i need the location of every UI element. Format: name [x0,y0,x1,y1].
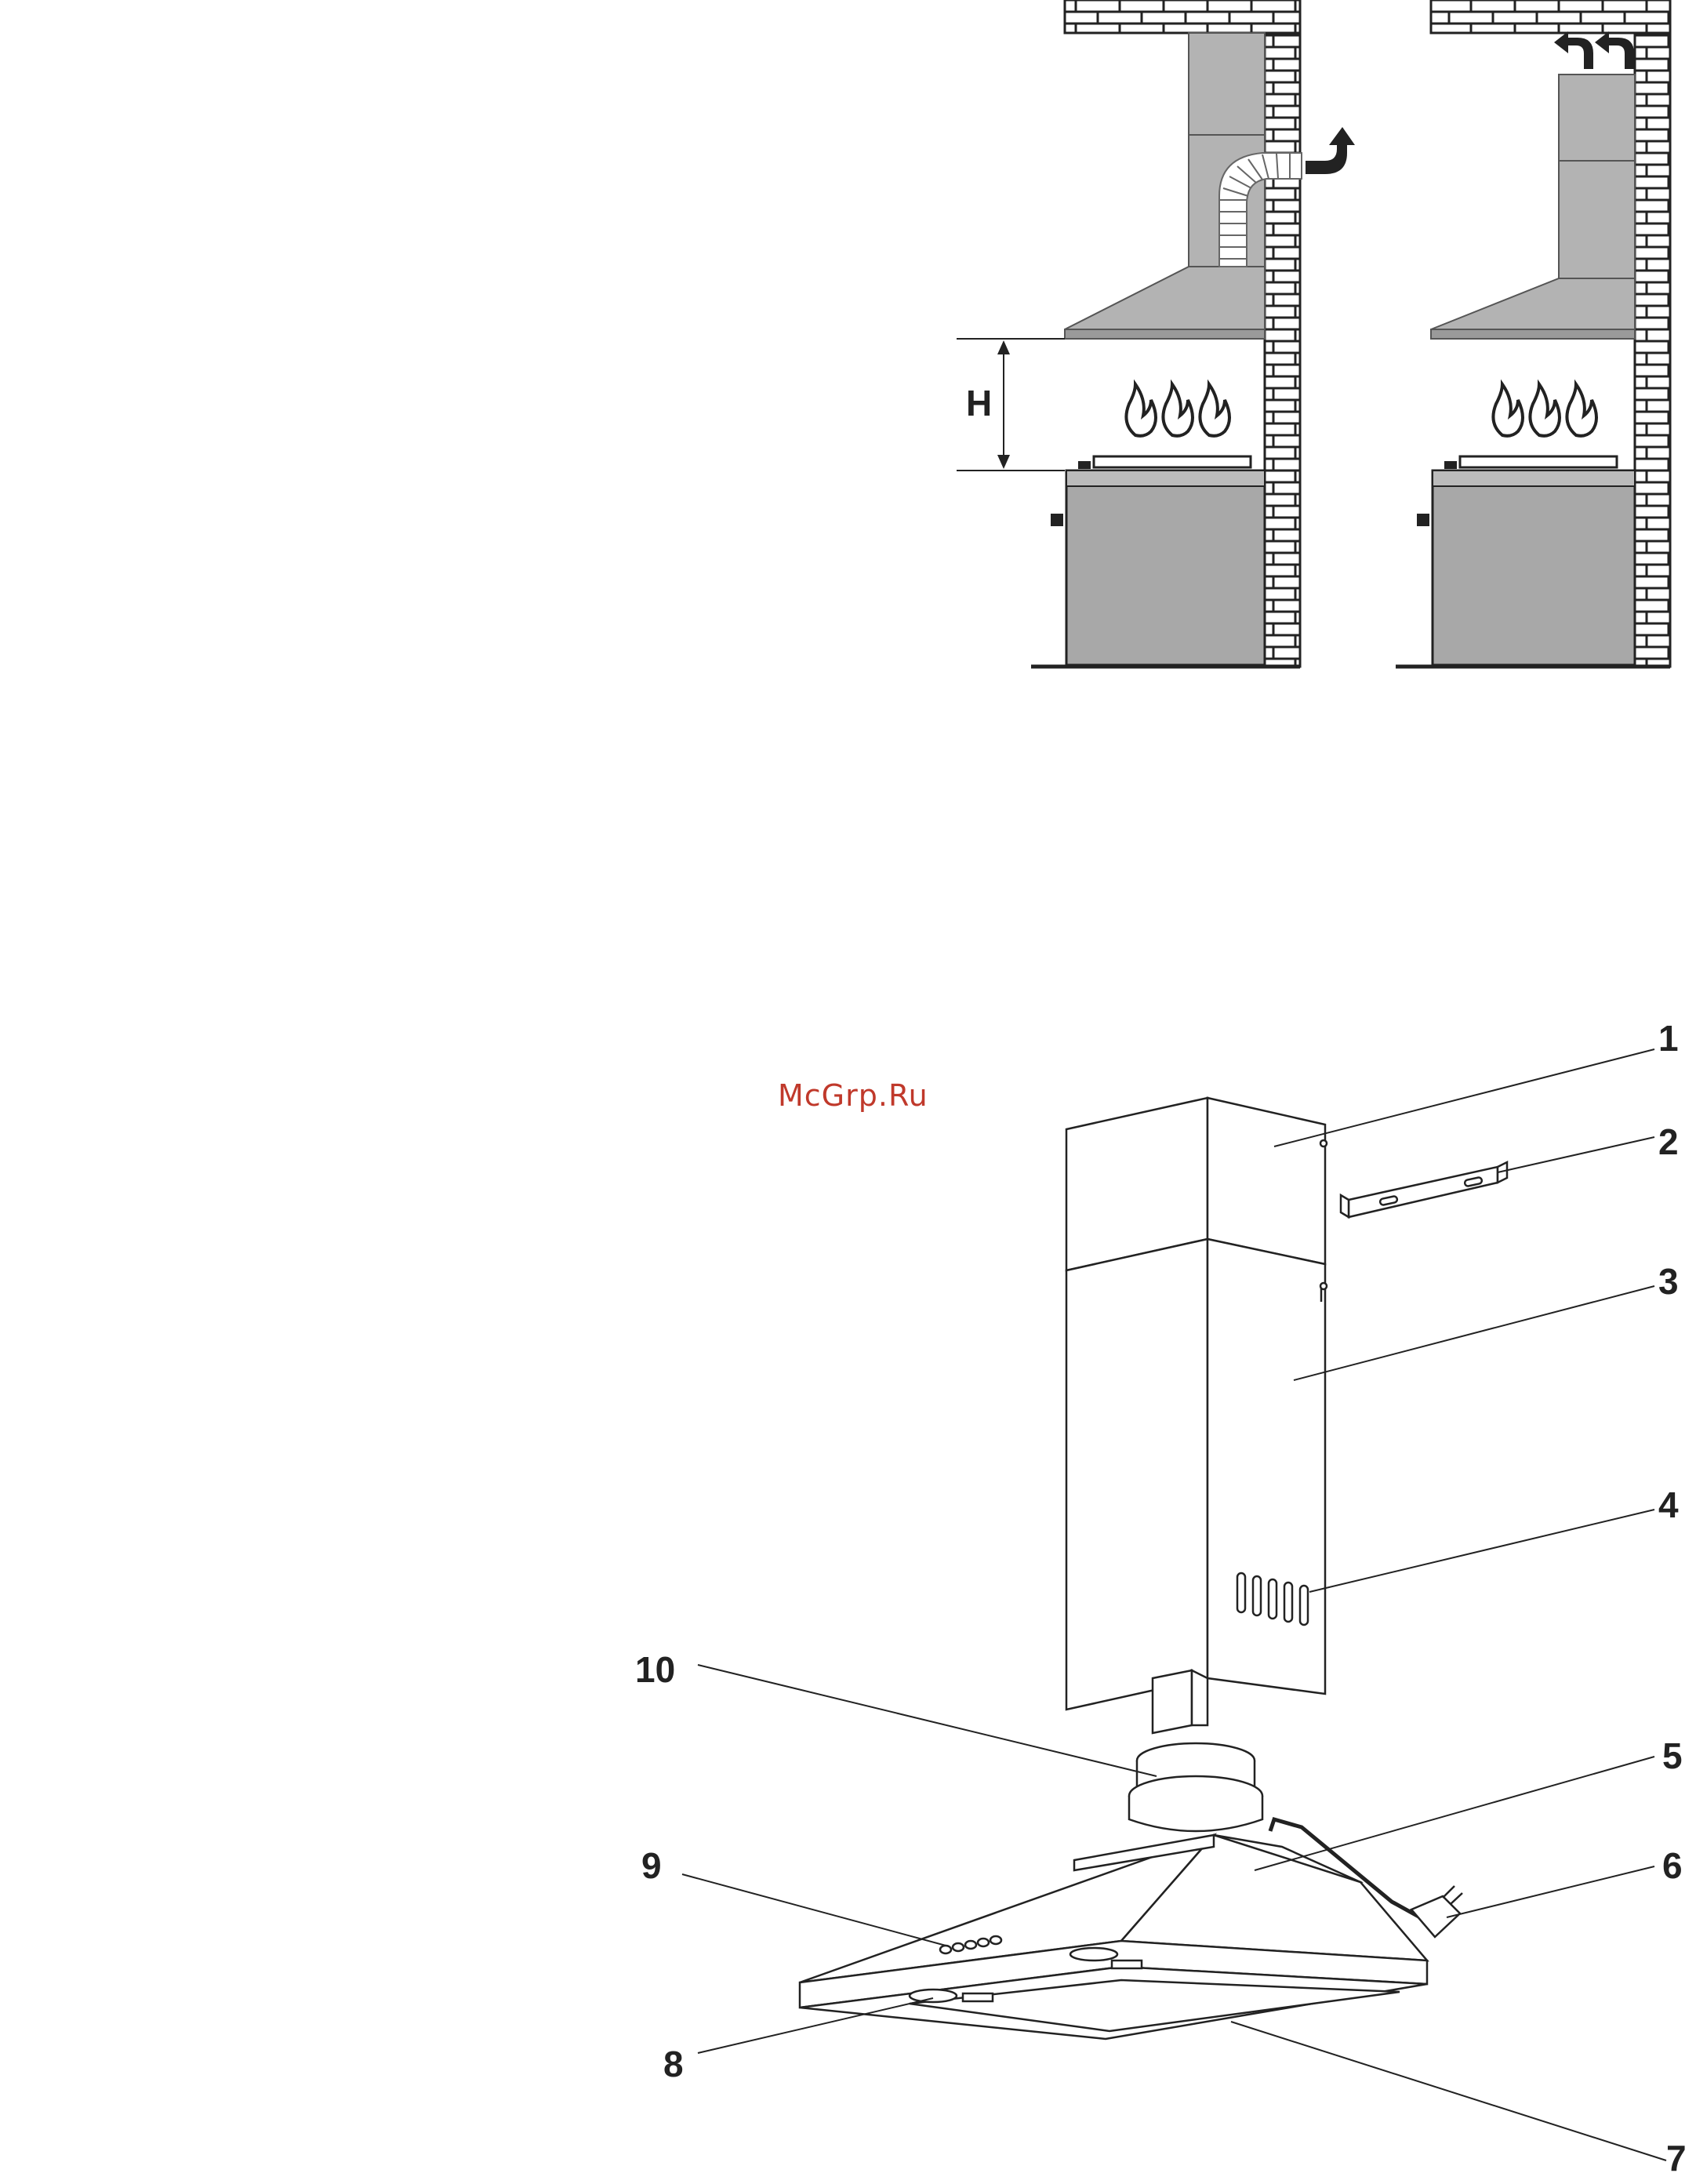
mounting-bracket-part [1349,1167,1498,1217]
wall-brick-right [1635,33,1670,667]
hood-canopy-left [1065,267,1265,337]
callout-9: 9 [641,1845,662,1886]
installation-diagram-recirculating [1396,0,1670,667]
ceiling-brick-right [1431,0,1670,33]
callout-5: 5 [1662,1735,1683,1776]
leader-line-9 [682,1874,949,1946]
callout-7: 7 [1666,2138,1687,2179]
watermark: McGrp.Ru [778,1078,928,1113]
exhaust-arrow-icon [1306,127,1355,174]
leader-line-5 [1255,1757,1654,1870]
callout-6: 6 [1662,1845,1683,1886]
hood-body-part [800,1835,1427,2039]
leader-line-3 [1294,1286,1654,1380]
chimney-upper-right [1559,74,1635,161]
stove-right [1417,456,1635,665]
callout-3: 3 [1658,1261,1679,1302]
leader-line-7 [1231,2022,1666,2160]
exhaust-adapter-part [1129,1743,1262,1831]
stove-left [1051,456,1265,665]
recirculation-arrow-icons [1554,31,1634,69]
chimney-lower-right [1559,161,1635,278]
callout-10: 10 [635,1649,675,1690]
flame-icons [1126,384,1229,436]
ceiling-brick-left [1065,0,1300,33]
leader-line-4 [1309,1510,1654,1592]
leader-line-6 [1447,1866,1654,1917]
chimney-upper-left [1189,33,1265,135]
leader-line-1 [1274,1049,1654,1147]
exploded-parts-diagram [800,1098,1507,2039]
wall-brick-left [1265,33,1300,667]
callout-8: 8 [663,2044,684,2084]
installation-diagram-ducted: H [957,0,1355,667]
callout-2: 2 [1658,1121,1679,1162]
flame-icons-right [1493,384,1596,436]
leader-line-2 [1498,1137,1654,1172]
callout-4: 4 [1658,1484,1679,1525]
callout-1: 1 [1658,1018,1679,1059]
hood-canopy-right [1431,278,1635,337]
height-label: H [966,383,992,423]
lower-chimney-part [1066,1239,1208,1710]
